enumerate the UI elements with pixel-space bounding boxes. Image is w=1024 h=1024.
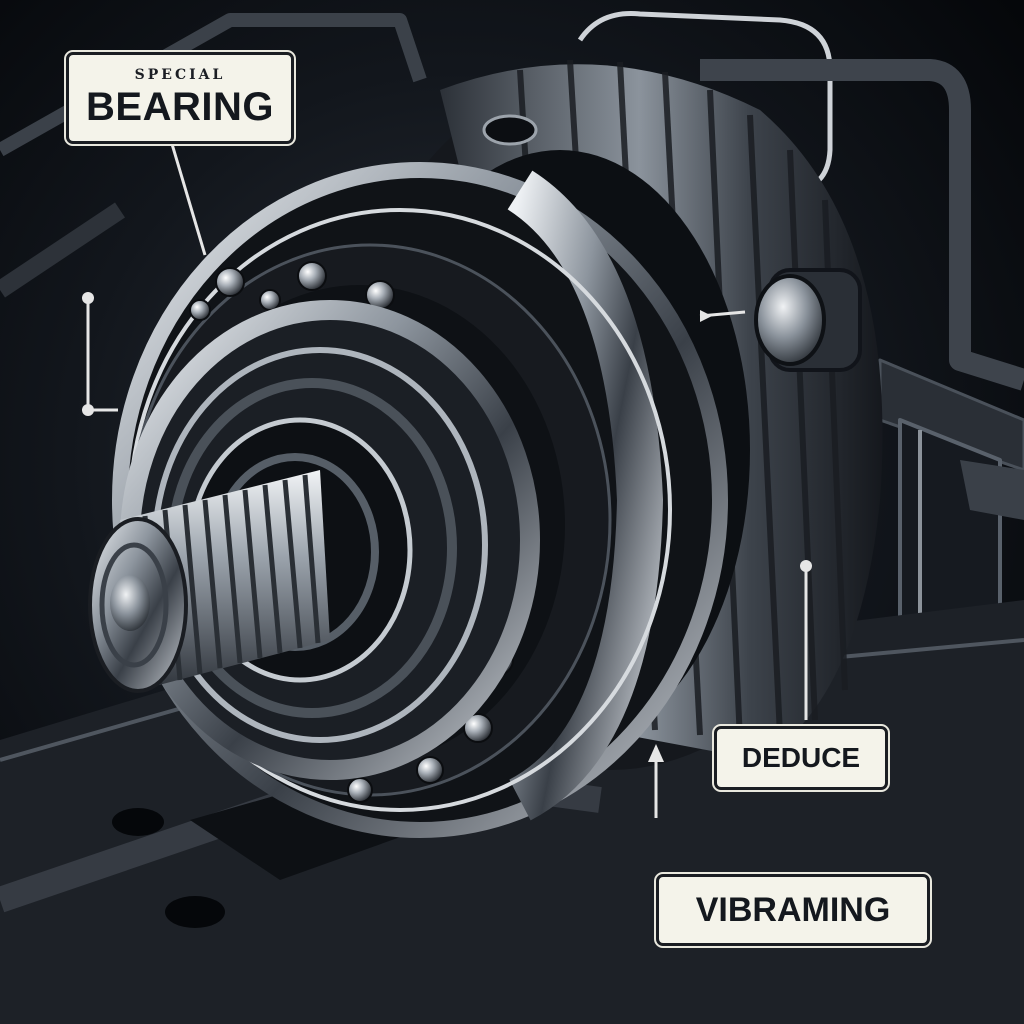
label-special-bearing: SPECIAL BEARING <box>64 50 296 146</box>
label-kicker: SPECIAL <box>134 67 226 83</box>
callout-dot-top <box>82 292 94 304</box>
label-deduce-text: DEDUCE <box>741 742 861 773</box>
callout-arrow-up <box>648 744 664 762</box>
callout-dot-bottom <box>82 404 94 416</box>
label-vibraming: VIBRAMING <box>654 872 932 948</box>
callout-arrow-left <box>700 310 712 322</box>
mounting-bolt <box>754 268 862 372</box>
label-vibraming-text: VIBRAMING <box>695 891 891 929</box>
threaded-shaft <box>88 470 330 693</box>
callout-dot-deduce <box>800 560 812 572</box>
label-title: BEARING <box>86 85 274 129</box>
label-deduce: DEDUCE <box>712 724 890 792</box>
